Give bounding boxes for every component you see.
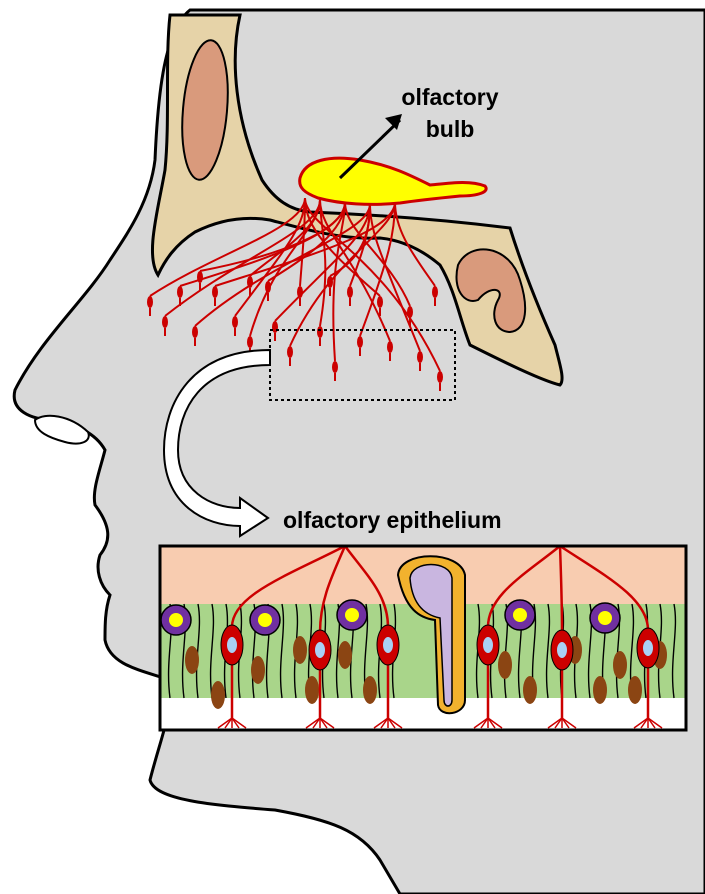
neuron-nucleus: [227, 637, 237, 653]
supporting-cell-nucleus: [628, 676, 642, 704]
nerve-ending: [177, 286, 183, 298]
nerve-ending: [377, 296, 383, 308]
supporting-cell-nucleus: [293, 636, 307, 664]
nerve-ending: [287, 346, 293, 358]
nerve-ending: [232, 316, 238, 328]
epithelium-inset: [160, 546, 686, 730]
label-bulb-line1: olfactory: [401, 84, 498, 110]
head-silhouette: [14, 10, 705, 894]
nerve-ending: [192, 326, 198, 338]
basal-cell-nucleus: [169, 613, 183, 627]
supporting-cell-nucleus: [363, 676, 377, 704]
basal-cell-nucleus: [258, 613, 272, 627]
nerve-ending: [332, 361, 338, 373]
label-epithelium: olfactory epithelium: [283, 507, 502, 533]
nerve-ending: [327, 276, 333, 288]
supporting-cell-nucleus: [185, 646, 199, 674]
nerve-ending: [197, 271, 203, 283]
nerve-ending: [297, 286, 303, 298]
nerve-ending: [437, 371, 443, 383]
supporting-cell-nucleus: [613, 651, 627, 679]
mucus-layer: [160, 698, 686, 730]
nerve-ending: [387, 341, 393, 353]
neuron-nucleus: [483, 637, 493, 653]
supporting-cell-nucleus: [593, 676, 607, 704]
neuron-nucleus: [643, 640, 653, 656]
nerve-ending: [212, 286, 218, 298]
basal-cell-nucleus: [345, 608, 359, 622]
nerve-ending: [357, 336, 363, 348]
nerve-ending: [347, 286, 353, 298]
basal-cell-nucleus: [598, 611, 612, 625]
basal-cell-nucleus: [513, 608, 527, 622]
neuron-nucleus: [383, 637, 393, 653]
neuron-nucleus: [557, 642, 567, 658]
supporting-cell-nucleus: [498, 651, 512, 679]
supporting-cell-nucleus: [338, 641, 352, 669]
nerve-ending: [417, 351, 423, 363]
nerve-ending: [265, 281, 271, 293]
nerve-ending: [317, 326, 323, 338]
neuron-nucleus: [315, 642, 325, 658]
supporting-cell-nucleus: [523, 676, 537, 704]
supporting-cell-nucleus: [211, 681, 225, 709]
nerve-ending: [247, 336, 253, 348]
nerve-ending: [432, 286, 438, 298]
label-bulb-line2: bulb: [426, 116, 475, 142]
nerve-ending: [162, 316, 168, 328]
supporting-cell-nucleus: [251, 656, 265, 684]
nerve-ending: [272, 321, 278, 333]
nerve-ending: [247, 276, 253, 288]
nerve-ending: [147, 296, 153, 308]
supporting-cell-nucleus: [305, 676, 319, 704]
